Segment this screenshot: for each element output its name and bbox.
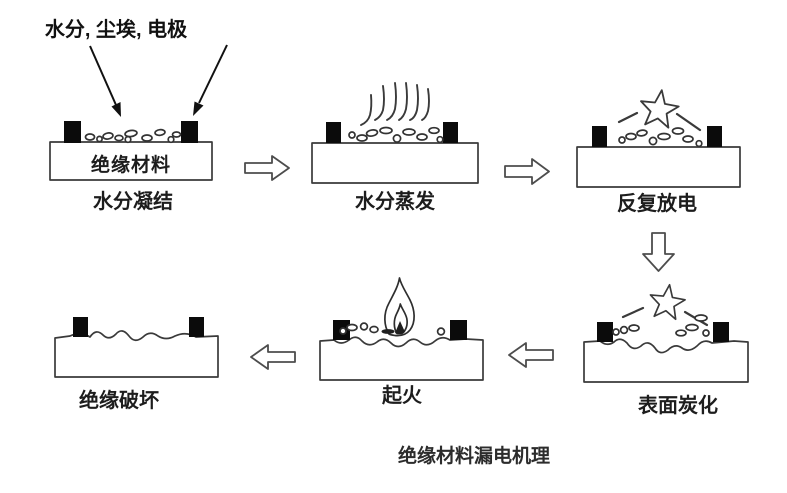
insulation-base — [49, 141, 213, 181]
insulation-base — [576, 146, 741, 188]
stage-caption: 起火 — [381, 384, 423, 407]
electrode-left — [597, 322, 613, 342]
water-droplets-group — [612, 314, 710, 337]
stage-ignition: 起火 — [319, 277, 484, 407]
annotation-arrow-left-icon — [89, 45, 121, 117]
stage-insulation-breakdown: 绝缘破坏 — [54, 317, 219, 412]
spark-lines-icon — [617, 111, 702, 132]
electrode-right — [707, 126, 722, 147]
electrode-right — [189, 317, 204, 337]
stage-surface-carbonization: 表面炭化 — [583, 283, 749, 417]
flame-icon — [381, 277, 415, 337]
stage-caption: 绝缘破坏 — [79, 388, 159, 412]
arrow-left-icon — [250, 344, 296, 370]
insulation-base — [311, 142, 479, 184]
electrode-left — [326, 122, 341, 143]
electrode-left — [73, 317, 88, 337]
arrow-right-icon — [244, 155, 290, 181]
electrode-left — [64, 121, 81, 143]
stage-caption: 反复放电 — [617, 191, 697, 215]
figure-title: 绝缘材料漏电机理 — [398, 444, 550, 467]
stage-caption: 水分蒸发 — [355, 189, 436, 213]
arrow-left-icon — [508, 342, 554, 368]
arrow-down-icon — [642, 232, 675, 272]
water-droplets-group — [84, 128, 182, 144]
electrode-right — [713, 322, 729, 342]
electrode-right — [181, 121, 198, 143]
water-droplets-group — [339, 322, 446, 336]
material-label: 绝缘材料 — [91, 153, 171, 176]
carbonized-base — [583, 338, 749, 383]
stage-caption: 表面炭化 — [638, 393, 718, 417]
spark-star-icon — [649, 283, 686, 321]
stage-moisture-condensation: 水分, 尘埃, 电极 — [45, 17, 228, 213]
stage-repeated-discharge: 反复放电 — [576, 89, 741, 215]
stage-moisture-evaporation: 水分蒸发 — [311, 82, 479, 213]
carbonized-base — [319, 336, 484, 381]
electrode-right — [443, 122, 458, 143]
arrow-right-icon — [504, 158, 550, 185]
water-droplets-group — [618, 127, 703, 148]
water-droplets-group — [348, 126, 444, 144]
stage-caption: 水分凝结 — [93, 189, 173, 213]
annotation-label: 水分, 尘埃, 电极 — [45, 17, 188, 41]
spark-star-icon — [640, 89, 680, 129]
damaged-base — [54, 330, 219, 378]
electrode-left — [592, 126, 607, 147]
annotation-arrow-right-icon — [193, 44, 228, 116]
electrode-right — [450, 320, 467, 340]
vapor-lines-icon — [360, 82, 430, 126]
